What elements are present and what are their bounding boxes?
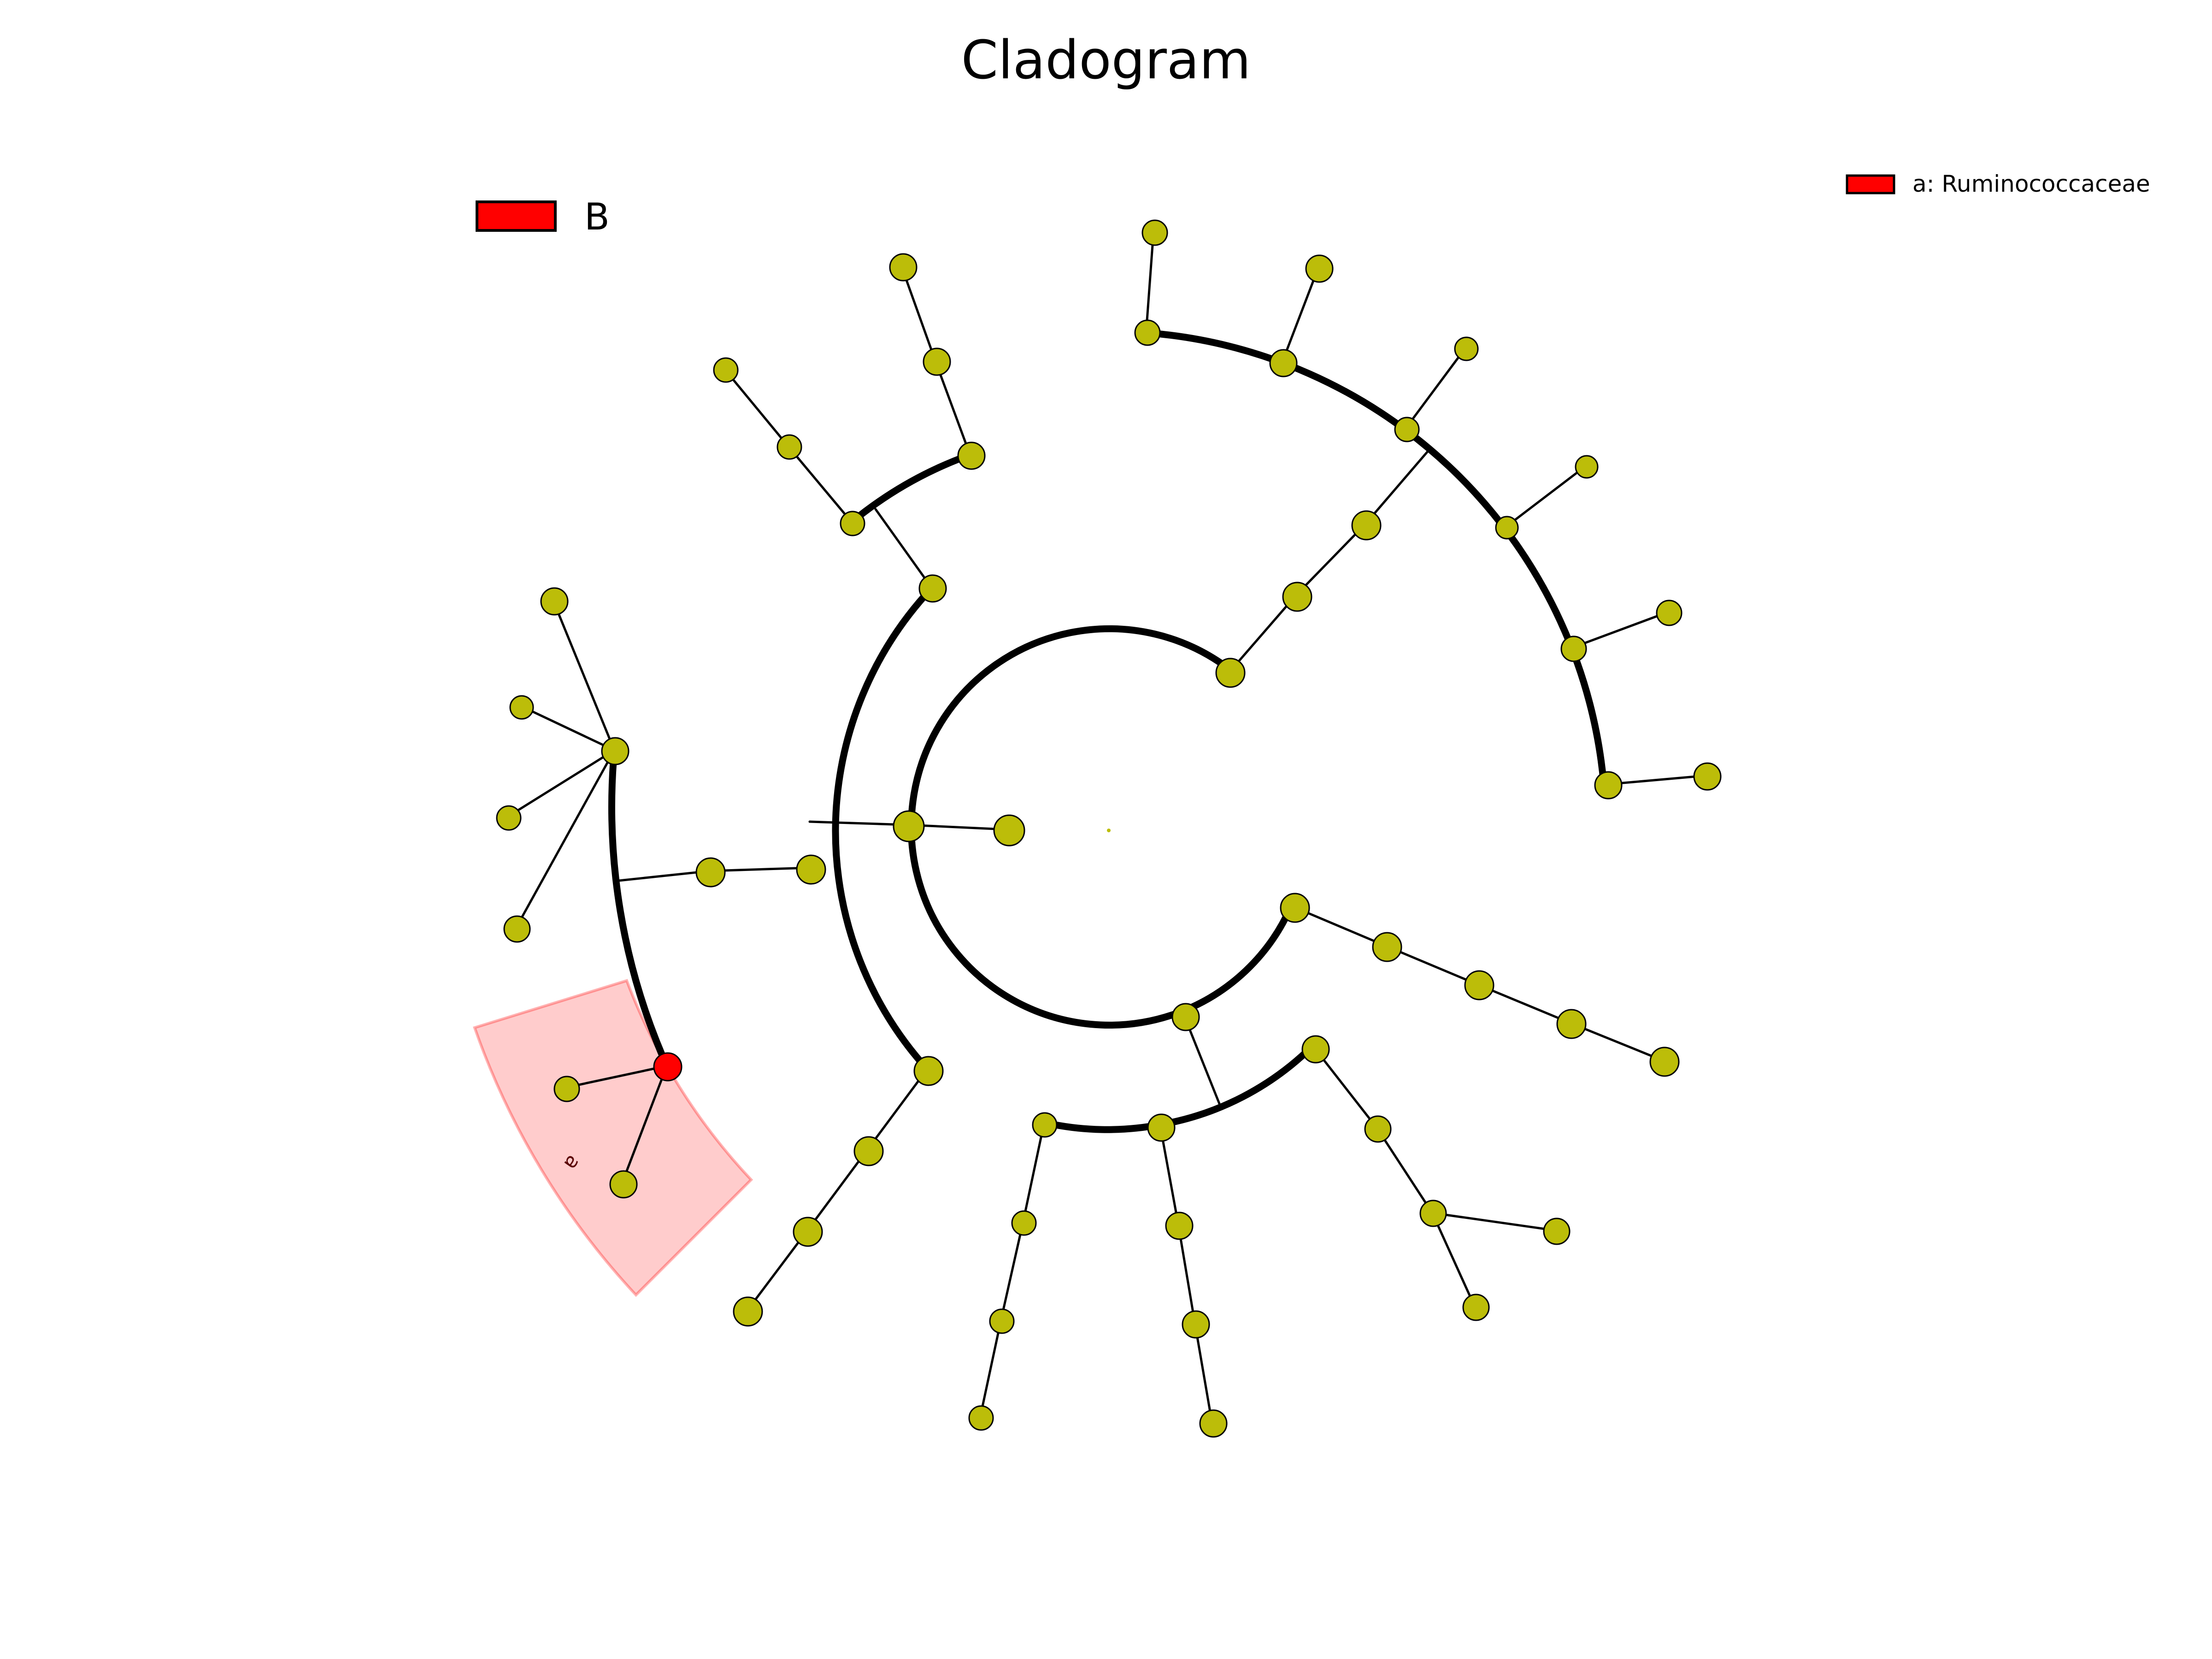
spoke bbox=[1159, 1125, 1213, 1424]
tree-node bbox=[853, 1136, 884, 1166]
spoke bbox=[1606, 774, 1708, 786]
tree-node bbox=[1351, 510, 1382, 541]
tree-node bbox=[1032, 1112, 1058, 1138]
tree-node-highlighted bbox=[653, 1052, 682, 1082]
spoke bbox=[1571, 611, 1670, 649]
spoke bbox=[874, 508, 933, 589]
tree-node bbox=[1134, 319, 1161, 346]
spoke bbox=[808, 820, 909, 826]
tree-node bbox=[1594, 771, 1623, 800]
tree-node bbox=[957, 441, 986, 470]
tree-node bbox=[968, 1405, 994, 1431]
spoke bbox=[1431, 1212, 1476, 1308]
tree-node bbox=[1454, 336, 1479, 361]
tree-node bbox=[1165, 1212, 1194, 1240]
tree-node bbox=[1280, 893, 1310, 923]
arc-bottom-clade-1 bbox=[1039, 1118, 1165, 1133]
tree-node bbox=[609, 1170, 638, 1199]
spoke bbox=[565, 1065, 668, 1089]
tree-node bbox=[1199, 1409, 1228, 1438]
spoke bbox=[1183, 1015, 1223, 1110]
tree-node bbox=[503, 915, 531, 943]
tree-node bbox=[1464, 970, 1494, 1000]
tree-node bbox=[540, 587, 569, 616]
tree-node bbox=[1575, 455, 1599, 479]
tree-node bbox=[923, 347, 951, 376]
spoke bbox=[1404, 347, 1467, 430]
tree-node bbox=[1305, 254, 1334, 283]
spoke bbox=[552, 599, 616, 752]
spoke bbox=[506, 749, 616, 818]
spoke bbox=[519, 705, 616, 752]
tree-node bbox=[1649, 1047, 1680, 1077]
tree-node bbox=[1171, 1003, 1200, 1031]
tree-node bbox=[1282, 582, 1312, 612]
arc-top-right-clade bbox=[1142, 329, 1607, 787]
tree-node bbox=[553, 1076, 580, 1102]
arc-far-left-clade bbox=[608, 747, 671, 1070]
spoke bbox=[979, 1123, 1045, 1418]
tree-node bbox=[796, 854, 826, 885]
tree-node bbox=[1215, 658, 1246, 688]
tree-node bbox=[777, 434, 802, 460]
tree-node bbox=[733, 1296, 763, 1327]
spoke bbox=[515, 749, 616, 929]
spoke bbox=[1505, 465, 1587, 528]
tree-node bbox=[889, 253, 918, 282]
tree-node bbox=[713, 357, 739, 383]
arc-upper-left-clade bbox=[848, 451, 974, 526]
chart-title: Cladogram bbox=[961, 29, 1251, 91]
tree-node bbox=[496, 805, 522, 831]
tree-node bbox=[1495, 516, 1519, 540]
class-legend-swatch-b bbox=[476, 200, 557, 232]
tree-node bbox=[509, 695, 534, 720]
tree-node bbox=[1269, 349, 1298, 377]
feature-legend-label-a: a: Ruminococcaceae bbox=[1912, 171, 2150, 197]
tree-node bbox=[1560, 635, 1587, 662]
feature-legend: a: Ruminococcaceae bbox=[1846, 171, 2150, 197]
class-legend: B bbox=[476, 195, 610, 238]
tree-node bbox=[695, 857, 726, 888]
spoke bbox=[1281, 267, 1319, 364]
tree-node bbox=[913, 1056, 944, 1086]
tree-node bbox=[1011, 1210, 1037, 1236]
tree-node bbox=[918, 574, 947, 603]
arc-left-clade bbox=[832, 584, 935, 1073]
spoke bbox=[621, 1065, 668, 1184]
class-legend-label-b: B bbox=[584, 195, 610, 238]
spoke bbox=[1313, 1047, 1557, 1232]
spoke bbox=[1228, 448, 1431, 673]
tree-node bbox=[1147, 1113, 1176, 1142]
tree-node bbox=[1693, 762, 1722, 791]
spoke bbox=[746, 1068, 929, 1312]
tree-node bbox=[1364, 1115, 1392, 1143]
tree-node bbox=[1419, 1200, 1447, 1227]
tree-node bbox=[1394, 417, 1420, 442]
tree-node bbox=[993, 814, 1025, 847]
tree-node bbox=[1556, 1009, 1587, 1039]
feature-legend-swatch-a bbox=[1846, 174, 1895, 194]
tree-node bbox=[1372, 932, 1402, 962]
tree-node bbox=[1141, 219, 1168, 246]
tree-node bbox=[793, 1217, 823, 1247]
tree-node bbox=[1462, 1294, 1490, 1321]
clade-highlight-sector-a bbox=[473, 979, 753, 1297]
tree-node bbox=[1656, 600, 1683, 626]
root-node bbox=[1107, 829, 1111, 832]
tree-node bbox=[840, 511, 865, 536]
tree-node bbox=[989, 1308, 1015, 1334]
tree-node bbox=[601, 737, 629, 765]
tree-nodes bbox=[496, 219, 1722, 1438]
tree-node bbox=[893, 810, 925, 842]
tree-node bbox=[1182, 1310, 1210, 1339]
spoke bbox=[1145, 231, 1155, 334]
tree-node bbox=[1543, 1218, 1571, 1245]
arc-bottom-clade-2 bbox=[1158, 1042, 1316, 1128]
tree-node bbox=[1301, 1035, 1330, 1064]
